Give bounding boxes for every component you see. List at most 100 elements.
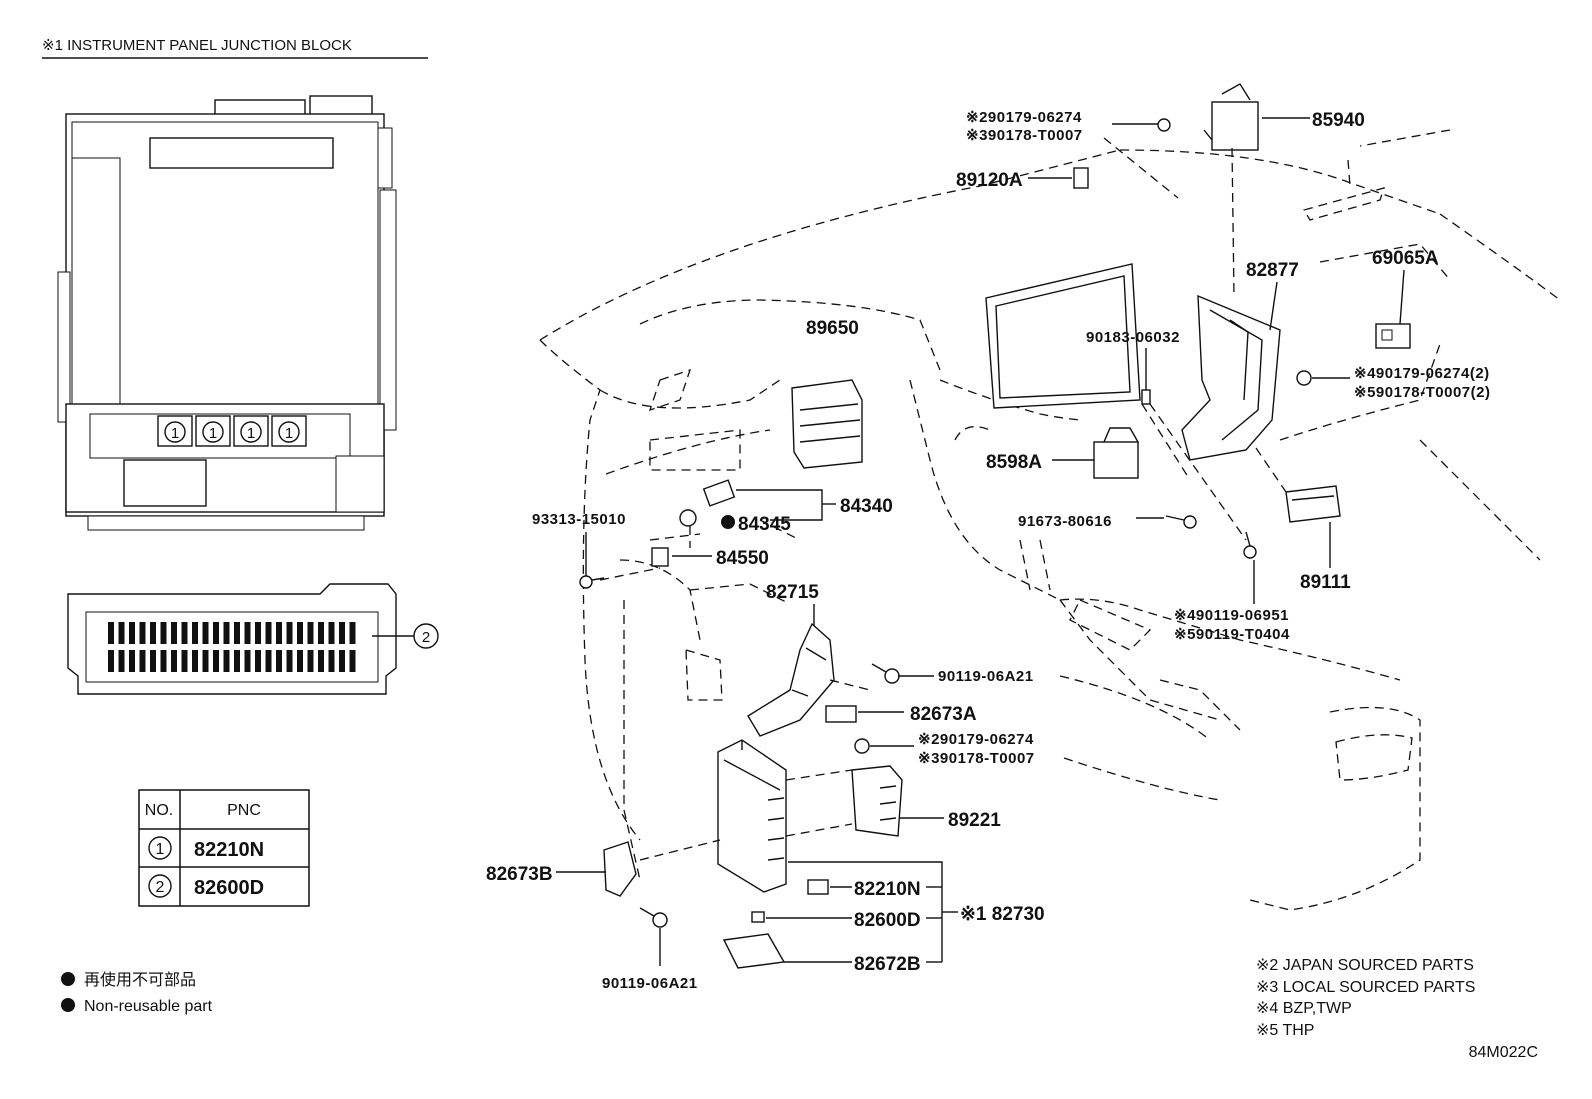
connector-pin (181, 622, 188, 644)
callout-1: 1 (209, 425, 217, 442)
connector-pin (297, 650, 303, 672)
junction-block-bottom-view (67, 583, 414, 695)
connector-pin (234, 650, 240, 672)
part-82672b-icon (722, 933, 786, 969)
clip-icon (679, 509, 697, 527)
part-82600d-icon (751, 911, 765, 923)
note-5: ※5 THP (1256, 1022, 1314, 1039)
connector-pin (181, 650, 188, 672)
label-84345: 84345 (738, 514, 791, 535)
junction-block-front-view (57, 95, 397, 531)
label-90119-06951: ※490119-06951 (1174, 607, 1289, 624)
label-89111: 89111 (1300, 572, 1351, 593)
legend-english: Non-reusable part (84, 998, 213, 1015)
callout-1-group: 1 1 1 1 (164, 421, 300, 443)
label-82877: 82877 (1246, 260, 1299, 281)
label-82672b: 82672B (854, 954, 921, 975)
connector-pin (139, 650, 146, 672)
footnotes: ※2 JAPAN SOURCED PARTS ※3 LOCAL SOURCED … (1256, 957, 1475, 1039)
connector-pin (139, 622, 146, 644)
connector-pin (150, 650, 156, 672)
label-84550: 84550 (716, 548, 769, 569)
part-85940-icon (1203, 83, 1259, 151)
dashed-connection-lines (599, 137, 1287, 861)
connector-pin (223, 650, 230, 672)
part-82673b-icon (603, 841, 637, 897)
connector-pin (318, 622, 324, 644)
label-82730: ※1 82730 (960, 904, 1045, 925)
connector-pin (118, 650, 125, 672)
label-90183-06032: 90183-06032 (1086, 329, 1180, 346)
connector-pin (318, 650, 324, 672)
connector-pin (255, 650, 261, 672)
connector-pin (339, 622, 345, 644)
part-82673a-icon (825, 705, 857, 723)
note-2: ※2 JAPAN SOURCED PARTS (1256, 957, 1474, 974)
bolt-icon (1165, 515, 1197, 529)
label-90179-06274-2: ※490179-06274(2) (1354, 365, 1490, 382)
label-91673-80616: 91673-80616 (1018, 513, 1112, 530)
connector-pin (223, 622, 230, 644)
table-header-pnc: PNC (227, 802, 261, 819)
label-89221: 89221 (948, 810, 1001, 831)
label-90178-t0007-2: ※590178-T0007(2) (1354, 384, 1490, 401)
connector-pin (108, 622, 114, 644)
connector-pin (349, 622, 356, 644)
label-89650: 89650 (806, 318, 859, 339)
part-89650-icon (791, 379, 863, 469)
label-85940: 85940 (1312, 110, 1365, 131)
connector-pin (160, 650, 167, 672)
label-90119-06a21-bot: 90119-06A21 (602, 975, 698, 992)
label-82673a: 82673A (910, 704, 977, 725)
connector-pin (213, 622, 219, 644)
part-84340-icon (702, 479, 736, 507)
table-row-2-pnc: 82600D (194, 877, 264, 899)
connector-pin (328, 622, 335, 644)
part-89120a-icon (1073, 167, 1089, 189)
callout-2: 2 (422, 629, 430, 646)
label-93313-15010: 93313-15010 (532, 511, 626, 528)
connector-pin (150, 622, 156, 644)
label-90178-t0007-top: ※390178-T0007 (966, 127, 1083, 144)
leader-lines (556, 117, 1405, 966)
clip-icon (1141, 389, 1151, 405)
label-82715: 82715 (766, 582, 819, 603)
connector-pin (192, 622, 198, 644)
part-8598a-icon (1093, 427, 1139, 479)
connector-pin (129, 650, 135, 672)
label-90119-06a21-mid: 90119-06A21 (938, 668, 1034, 685)
label-90179-06274-top: ※290179-06274 (966, 109, 1082, 126)
junction-block-title: ※1 INSTRUMENT PANEL JUNCTION BLOCK (42, 37, 352, 54)
table-row-1-no: 1 (156, 841, 165, 858)
instrument-panel-outline (539, 129, 1561, 911)
connector-pin (349, 650, 356, 672)
callout-2-circle (413, 623, 439, 649)
grommet-icon (1157, 118, 1171, 132)
label-89120a: 89120A (956, 170, 1023, 191)
label-82673b: 82673B (486, 864, 553, 885)
label-84340: 84340 (840, 496, 893, 517)
label-90178-t0007-low: ※390178-T0007 (918, 750, 1035, 767)
part-82730-junction-block-icon (717, 739, 787, 893)
connector-slots (108, 622, 356, 672)
bolt-icon (1243, 531, 1257, 559)
callout-1: 1 (247, 425, 255, 442)
label-69065a: 69065A (1372, 248, 1439, 269)
connector-pin (255, 622, 261, 644)
connector-pin (276, 650, 282, 672)
part-89221-icon (851, 765, 903, 837)
pnc-table: NO. PNC 1 82210N 2 82600D (138, 789, 310, 907)
part-89111-icon (1285, 485, 1341, 523)
connector-pin (286, 650, 293, 672)
figure-code: 84M022C (1469, 1044, 1538, 1061)
connector-pin (160, 622, 167, 644)
bullet-icon (61, 972, 75, 986)
table-row-2-no: 2 (156, 879, 165, 896)
connector-pin (129, 622, 135, 644)
connector-pin (213, 650, 219, 672)
legend-japanese: 再使用不可部品 (84, 971, 196, 989)
label-90179-06274-low: ※290179-06274 (918, 731, 1034, 748)
connector-pin (276, 622, 282, 644)
part-labels: 85940 ※290179-06274 ※390178-T0007 89120A… (486, 109, 1490, 992)
grommet-icon (1296, 370, 1312, 386)
